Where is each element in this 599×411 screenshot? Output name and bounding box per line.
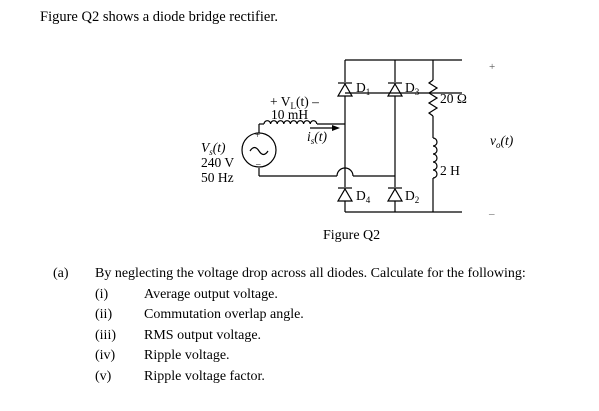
sub-question-text: RMS output voltage. bbox=[144, 328, 262, 343]
vo-label: vo(t) bbox=[490, 133, 514, 150]
vl-label: + VL(t) – bbox=[270, 94, 319, 111]
d2-label: D2 bbox=[405, 188, 419, 205]
sub-question-number: (v) bbox=[95, 369, 112, 384]
resistor-20-ohm bbox=[427, 79, 439, 117]
question-label: (a) bbox=[53, 266, 69, 281]
load-inductor-2h bbox=[432, 137, 438, 179]
sub-question-number: (iv) bbox=[95, 348, 116, 363]
intro-text: Figure Q2 shows a diode bridge rectifier… bbox=[40, 9, 278, 25]
source-minus-sign: – bbox=[255, 159, 261, 169]
output-plus-sign: + bbox=[489, 61, 495, 73]
sub-question-text: Ripple voltage. bbox=[144, 348, 230, 363]
d1-label: D1 bbox=[356, 80, 370, 97]
current-arrow-head bbox=[332, 125, 340, 131]
diode-d2-icon bbox=[386, 187, 404, 202]
diode-bridge-circuit: + VL(t) – 10 mH is(t) Vs(t) 240 V 50 Hz … bbox=[201, 59, 514, 220]
figure-caption: Figure Q2 bbox=[323, 228, 381, 243]
output-minus-sign: – bbox=[488, 208, 495, 220]
inductor-label: 10 mH bbox=[271, 107, 308, 122]
sub-question-number: (i) bbox=[95, 287, 109, 302]
ac-sine-icon bbox=[249, 146, 269, 156]
sub-question-text: Ripple voltage factor. bbox=[144, 369, 265, 384]
diode-d4-icon bbox=[336, 187, 354, 202]
series-inductor-10mh bbox=[263, 120, 318, 125]
is-label: is(t) bbox=[307, 129, 328, 146]
ac-source-symbol bbox=[241, 132, 277, 168]
d4-label: D4 bbox=[356, 188, 371, 205]
sub-question-text: Commutation overlap angle. bbox=[144, 307, 304, 322]
vs-label: Vs(t) bbox=[201, 140, 226, 157]
question-text: By neglecting the voltage drop across al… bbox=[95, 266, 526, 281]
sub-question-number: (iii) bbox=[95, 328, 116, 343]
source-voltage-label: 240 V bbox=[201, 155, 234, 170]
d3-label: D3 bbox=[405, 80, 420, 97]
load-inductor-label: 2 H bbox=[440, 163, 460, 178]
diode-d3-icon bbox=[386, 82, 404, 97]
source-plus-sign: + bbox=[255, 130, 260, 140]
sub-question-text: Average output voltage. bbox=[144, 287, 278, 302]
source-frequency-label: 50 Hz bbox=[201, 170, 234, 185]
resistor-label: 20 Ω bbox=[440, 91, 467, 106]
sub-question-number: (ii) bbox=[95, 307, 113, 322]
diode-d1-icon bbox=[336, 82, 354, 97]
